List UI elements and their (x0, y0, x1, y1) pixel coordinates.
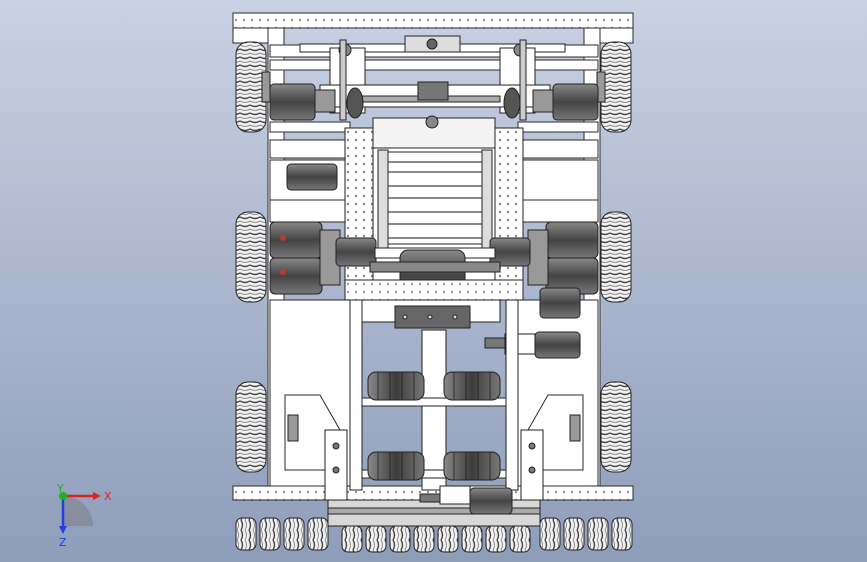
front-drive-assembly (269, 35, 599, 121)
wheel-rear-right (600, 381, 632, 473)
mid-left-motor-lower (269, 257, 323, 295)
roller-upper-right (443, 371, 501, 401)
roller-upper-left (367, 371, 425, 401)
wheel-front-left (235, 41, 271, 133)
wheel-rear-left (235, 381, 267, 473)
coordinate-triad-icon: X Y Z (56, 482, 112, 549)
rear-wheel-row (235, 517, 633, 553)
rear-motor (469, 487, 513, 515)
middle-drive-assembly (269, 221, 599, 319)
wheel-mid-left (235, 211, 267, 303)
front-right-motor (552, 83, 599, 121)
wheel-mid-right (600, 211, 632, 303)
mid-left-motor-upper (269, 221, 323, 259)
rear-bumper (327, 485, 541, 527)
intake-rollers (367, 371, 501, 481)
left-aux-motor (286, 163, 338, 191)
roller-lower-right (443, 451, 501, 481)
rear-clamps (287, 414, 581, 501)
intake-frame (349, 299, 519, 491)
z-axis-label: Z (59, 536, 67, 549)
lift-rungs (385, 161, 485, 239)
right-aux-motor (484, 331, 581, 359)
front-left-motor (269, 83, 316, 121)
roller-lower-left (367, 451, 425, 481)
mid-right-motor-upper (545, 221, 599, 259)
x-axis-label: X (104, 490, 112, 503)
wheel-front-right (596, 41, 632, 133)
lower-bracket (359, 299, 501, 329)
y-axis-label: Y (56, 482, 64, 495)
y-axis-dot (59, 492, 67, 500)
